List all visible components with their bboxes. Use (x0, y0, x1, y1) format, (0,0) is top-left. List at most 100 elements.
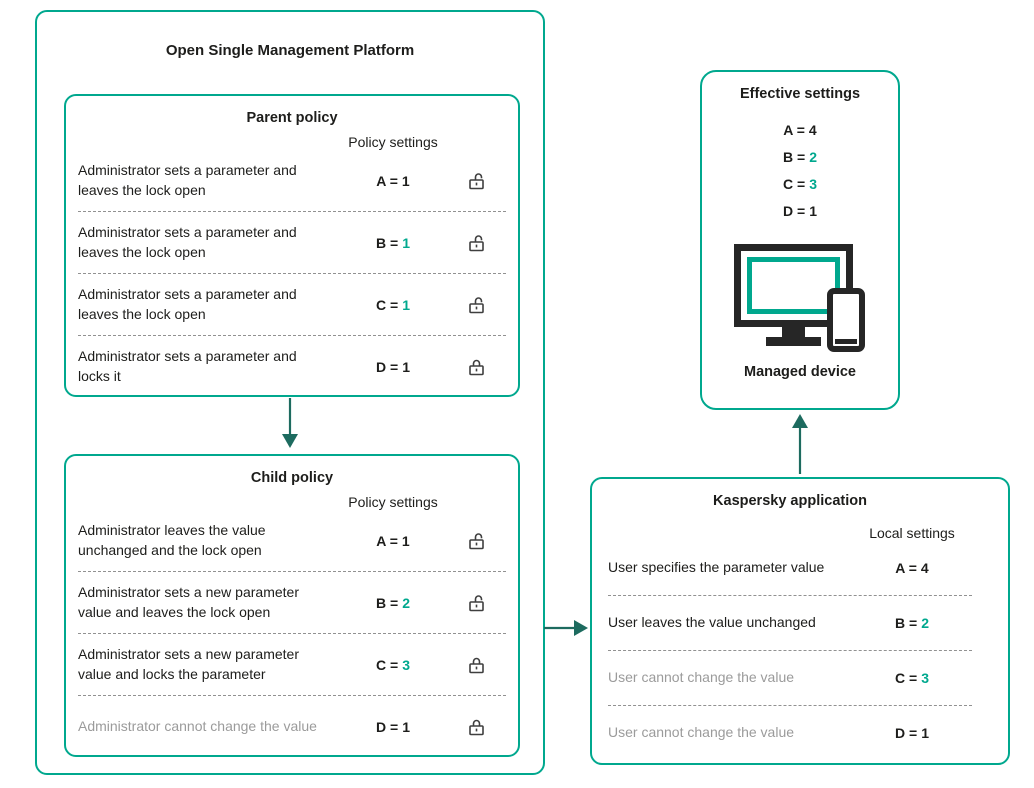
child-policy-box: Child policy Policy settings Administrat… (64, 454, 520, 757)
setting-param: C = (783, 175, 806, 192)
setting-param: B = (895, 615, 918, 631)
policy-setting: D = 1 (338, 359, 448, 375)
setting-value: 2 (402, 594, 410, 611)
row-description: User leaves the value unchanged (608, 614, 816, 631)
setting-value: 2 (809, 148, 817, 165)
row-description: User cannot change the value (608, 669, 795, 686)
row-description: Administrator sets a parameter and leave… (78, 224, 297, 260)
row-description: Administrator sets a parameter and locks… (78, 348, 297, 384)
setting-value: 1 (402, 234, 410, 251)
child-policy-row: Administrator cannot change the value D … (78, 696, 506, 757)
row-description: Administrator sets a new parameter value… (78, 584, 299, 620)
row-description: Administrator leaves the value unchanged… (78, 522, 266, 558)
setting-param: B = (783, 148, 806, 165)
app-row: User cannot change the value D = 1 (608, 706, 972, 760)
setting-param: D = (895, 725, 918, 741)
local-setting: A = 4 (852, 560, 972, 576)
lock-icon (466, 530, 488, 552)
policy-setting: B = 1 (338, 235, 448, 251)
kaspersky-application-title: Kaspersky application (713, 493, 867, 509)
lock-icon (466, 654, 488, 676)
setting-value: 3 (921, 670, 929, 686)
lock-icon (466, 356, 488, 378)
row-description: User cannot change the value (608, 724, 795, 741)
local-setting: D = 1 (852, 725, 972, 741)
setting-value: 2 (921, 615, 929, 631)
policy-settings-header: Policy settings (348, 494, 438, 510)
arrow-parent-to-child-icon (282, 398, 298, 448)
policy-setting: D = 1 (338, 719, 448, 735)
child-policy-row: Administrator sets a new parameter value… (78, 634, 506, 696)
setting-param: C = (895, 670, 918, 686)
phone-icon (827, 288, 865, 352)
parent-settings-header-row: Policy settings (78, 130, 506, 150)
app-row: User leaves the value unchanged B = 2 (608, 596, 972, 651)
setting-param: A = (895, 560, 917, 576)
effective-setting: A = 4 (702, 116, 898, 143)
policy-setting: C = 1 (338, 297, 448, 313)
effective-settings-list: A = 4 B = 2 C = 3 D = 1 (702, 116, 898, 224)
local-setting: C = 3 (852, 670, 972, 686)
setting-value: 3 (402, 656, 410, 673)
closed-lock-icon (469, 359, 484, 375)
open-lock-icon (469, 296, 484, 313)
setting-value: 4 (920, 560, 929, 576)
open-lock-icon (469, 594, 484, 611)
setting-param: B = (376, 594, 399, 611)
effective-setting: B = 2 (702, 143, 898, 170)
setting-param: B = (376, 234, 399, 251)
open-lock-icon (469, 234, 484, 251)
parent-policy-title: Parent policy (246, 110, 338, 126)
parent-policy-row: Administrator sets a parameter and leave… (78, 212, 506, 274)
open-lock-icon (469, 172, 484, 189)
policy-setting: A = 1 (338, 173, 448, 189)
setting-value: 1 (809, 202, 817, 219)
setting-value: 1 (401, 172, 410, 189)
setting-param: D = (376, 358, 399, 375)
parent-policy-row: Administrator sets a parameter and leave… (78, 274, 506, 336)
arrow-osmp-to-application-icon (544, 620, 588, 636)
app-row: User cannot change the value C = 3 (608, 651, 972, 706)
row-description: User specifies the parameter value (608, 559, 825, 576)
policy-setting: B = 2 (338, 595, 448, 611)
child-settings-header-row: Policy settings (78, 490, 506, 510)
managed-device-icon (734, 244, 865, 352)
policy-setting: C = 3 (338, 657, 448, 673)
local-settings-header: Local settings (869, 525, 955, 541)
row-description: Administrator sets a new parameter value… (78, 646, 299, 682)
lock-icon (466, 170, 488, 192)
lock-icon (466, 716, 488, 738)
setting-param: A = (376, 172, 398, 189)
setting-param: A = (783, 121, 805, 138)
setting-value: 1 (921, 725, 929, 741)
row-description: Administrator sets a parameter and leave… (78, 162, 297, 198)
setting-value: 1 (402, 718, 410, 735)
policy-settings-header: Policy settings (348, 134, 438, 150)
setting-value: 1 (402, 296, 410, 313)
setting-value: 1 (402, 358, 410, 375)
kaspersky-application-box: Kaspersky application Local settings Use… (590, 477, 1010, 765)
setting-value: 1 (401, 532, 410, 549)
lock-icon (466, 232, 488, 254)
effective-settings-box: Effective settings A = 4 B = 2 C = 3 D =… (700, 70, 900, 410)
setting-param: D = (376, 718, 399, 735)
osmp-box: Open Single Management Platform Parent p… (35, 10, 545, 775)
arrow-application-to-effective-icon (792, 414, 808, 474)
app-row: User specifies the parameter value A = 4 (608, 541, 972, 596)
managed-device-label: Managed device (743, 364, 856, 380)
closed-lock-icon (469, 657, 484, 673)
setting-param: A = (376, 532, 398, 549)
child-policy-title: Child policy (250, 470, 334, 486)
row-description: Administrator sets a parameter and leave… (78, 286, 297, 322)
effective-setting: C = 3 (702, 170, 898, 197)
policy-setting: A = 1 (338, 533, 448, 549)
local-settings-header-row: Local settings (608, 513, 972, 541)
local-setting: B = 2 (852, 615, 972, 631)
parent-policy-box: Parent policy Policy settings Administra… (64, 94, 520, 397)
setting-value: 3 (809, 175, 817, 192)
lock-icon (466, 294, 488, 316)
setting-value: 4 (808, 121, 817, 138)
effective-setting: D = 1 (702, 197, 898, 224)
open-lock-icon (469, 532, 484, 549)
